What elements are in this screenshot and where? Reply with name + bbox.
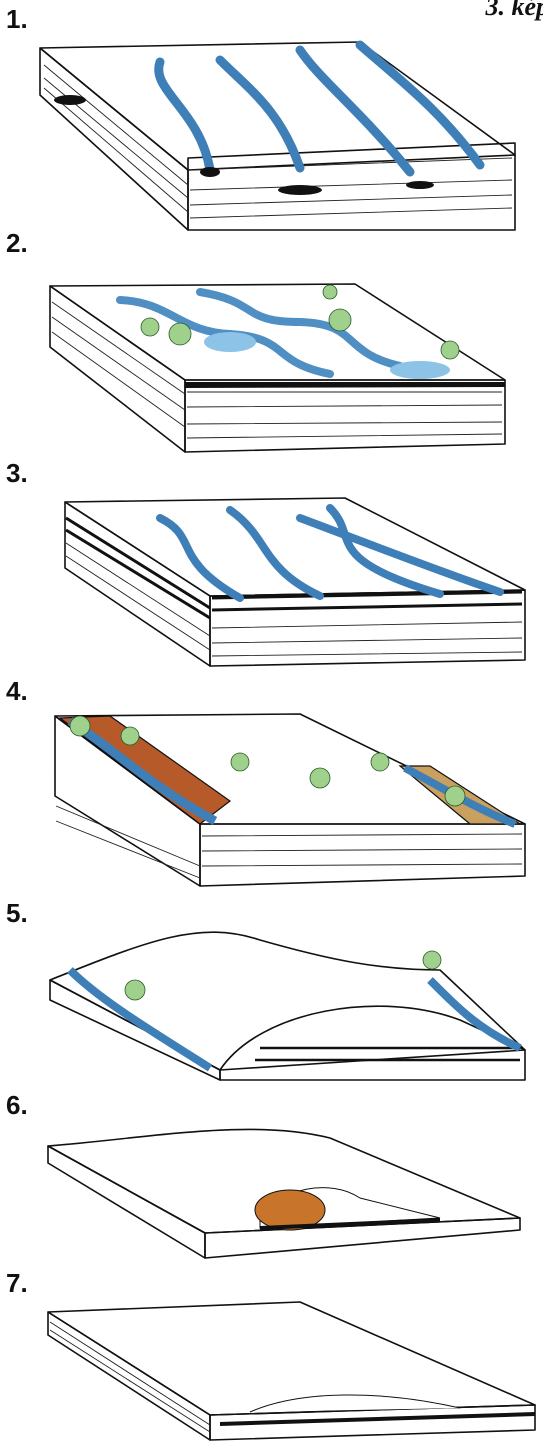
- block-diagram-2: [0, 262, 543, 462]
- lens-7: [250, 1395, 460, 1412]
- strata-lines-4: [56, 806, 522, 878]
- stage-label-2: 2.: [6, 228, 28, 259]
- river-channels-2: [120, 292, 400, 374]
- figure-caption: 3. kép: [485, 0, 543, 22]
- front-face-4: [200, 824, 525, 886]
- stage-label-3: 3.: [6, 458, 28, 489]
- black-layer-2: [185, 382, 505, 388]
- black-layers-3: [66, 518, 522, 618]
- block-diagram-3: [0, 488, 543, 688]
- strata-lines-7: [50, 1322, 210, 1432]
- side-face-1: [40, 48, 188, 230]
- front-face-2: [185, 380, 505, 452]
- black-layer-7: [220, 1412, 535, 1426]
- side-face-3: [65, 502, 210, 666]
- block-diagram-6: [0, 1118, 543, 1268]
- side-face-6: [48, 1146, 205, 1258]
- block-diagram-1: [0, 20, 543, 220]
- front-face-3: [210, 590, 525, 666]
- river-channels-1: [159, 45, 480, 172]
- river-left-4: [70, 721, 215, 821]
- dark-lenses-1: [54, 95, 434, 195]
- strata-lines-1: [44, 65, 512, 218]
- block-diagram-7: [0, 1290, 543, 1445]
- side-face-7: [48, 1312, 210, 1440]
- black-layers-5: [255, 1048, 520, 1060]
- trees-5: [125, 951, 441, 1000]
- river-channels-3: [160, 508, 500, 598]
- cross-section-5: [220, 1006, 525, 1080]
- block-diagram-5: [0, 930, 543, 1110]
- block-diagram-4: [0, 706, 543, 906]
